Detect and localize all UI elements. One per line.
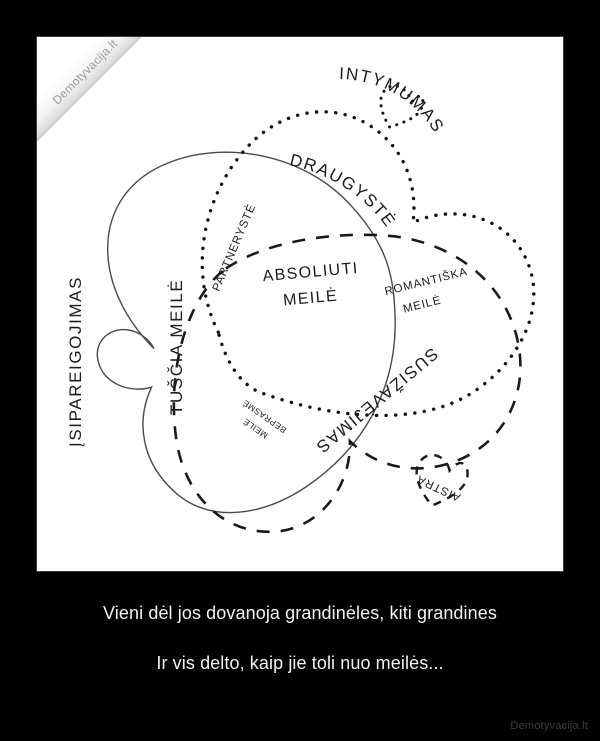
label-susizavejimas: SUSIŽAVĖJIMAS	[312, 344, 442, 457]
label-beprasme-meile: BEPRASMĖ MEILĖ	[240, 398, 288, 441]
label-absoliuti-meile-line1: ABSOLIUTI	[262, 260, 359, 285]
svg-text:INTYMUMAS: INTYMUMAS	[339, 64, 448, 136]
label-draugyste-text: DRAUGYSTĖ	[288, 150, 398, 231]
label-susizavejimas-text: SUSIŽAVĖJIMAS	[312, 344, 442, 457]
label-isipareigojimas: ĮSIPAREIGOJIMAS	[66, 276, 85, 447]
svg-text:DRAUGYSTĖ: DRAUGYSTĖ	[288, 150, 400, 231]
label-absoliuti-meile: ABSOLIUTI MEILĖ	[262, 260, 359, 310]
heart-shape-passion	[172, 233, 522, 534]
caption-line-2: Ir vis delto, kaip jie toli nuo meilės..…	[156, 653, 444, 673]
image-panel: INTYMUMAS DRAUGYSTĖ ĮSIPAREIGOJIMAS TUŠČ	[36, 36, 564, 572]
label-tuscia-meile-text: TUŠČIA MEILĖ	[167, 279, 186, 415]
label-tuscia-meile: TUŠČIA MEILĖ	[167, 279, 186, 415]
label-romantiska-meile: ROMANTIŠKA MEILĖ	[383, 265, 469, 316]
image-panel-inner: INTYMUMAS DRAUGYSTĖ ĮSIPAREIGOJIMAS TUŠČ	[37, 37, 563, 571]
caption-line-1: Vieni dėl jos dovanoja grandinėles, kiti…	[103, 603, 497, 623]
heart-shape-commitment	[96, 151, 396, 514]
label-draugyste: DRAUGYSTĖ	[288, 150, 400, 231]
footer-watermark: Demotyvacija.lt	[510, 720, 588, 732]
label-partneryste-text: PARTNERYSTĖ	[210, 202, 259, 293]
label-romantiska-meile-line2: MEILĖ	[402, 294, 443, 316]
label-aistra: AISTRA	[415, 472, 463, 503]
label-intymumas: INTYMUMAS	[339, 64, 448, 136]
caption-block: Vieni dėl jos dovanoja grandinėles, kiti…	[0, 600, 600, 676]
love-triangle-diagram: INTYMUMAS DRAUGYSTĖ ĮSIPAREIGOJIMAS TUŠČ	[66, 64, 536, 534]
label-absoliuti-meile-line2: MEILĖ	[282, 286, 338, 310]
label-aistra-text: AISTRA	[415, 472, 463, 503]
mini-heart-intimacy-marker	[379, 84, 425, 129]
label-partneryste: PARTNERYSTĖ	[210, 202, 259, 293]
label-isipareigojimas-text: ĮSIPAREIGOJIMAS	[66, 276, 85, 447]
label-intymumas-text: INTYMUMAS	[339, 64, 447, 136]
label-romantiska-meile-line1: ROMANTIŠKA	[383, 265, 469, 298]
